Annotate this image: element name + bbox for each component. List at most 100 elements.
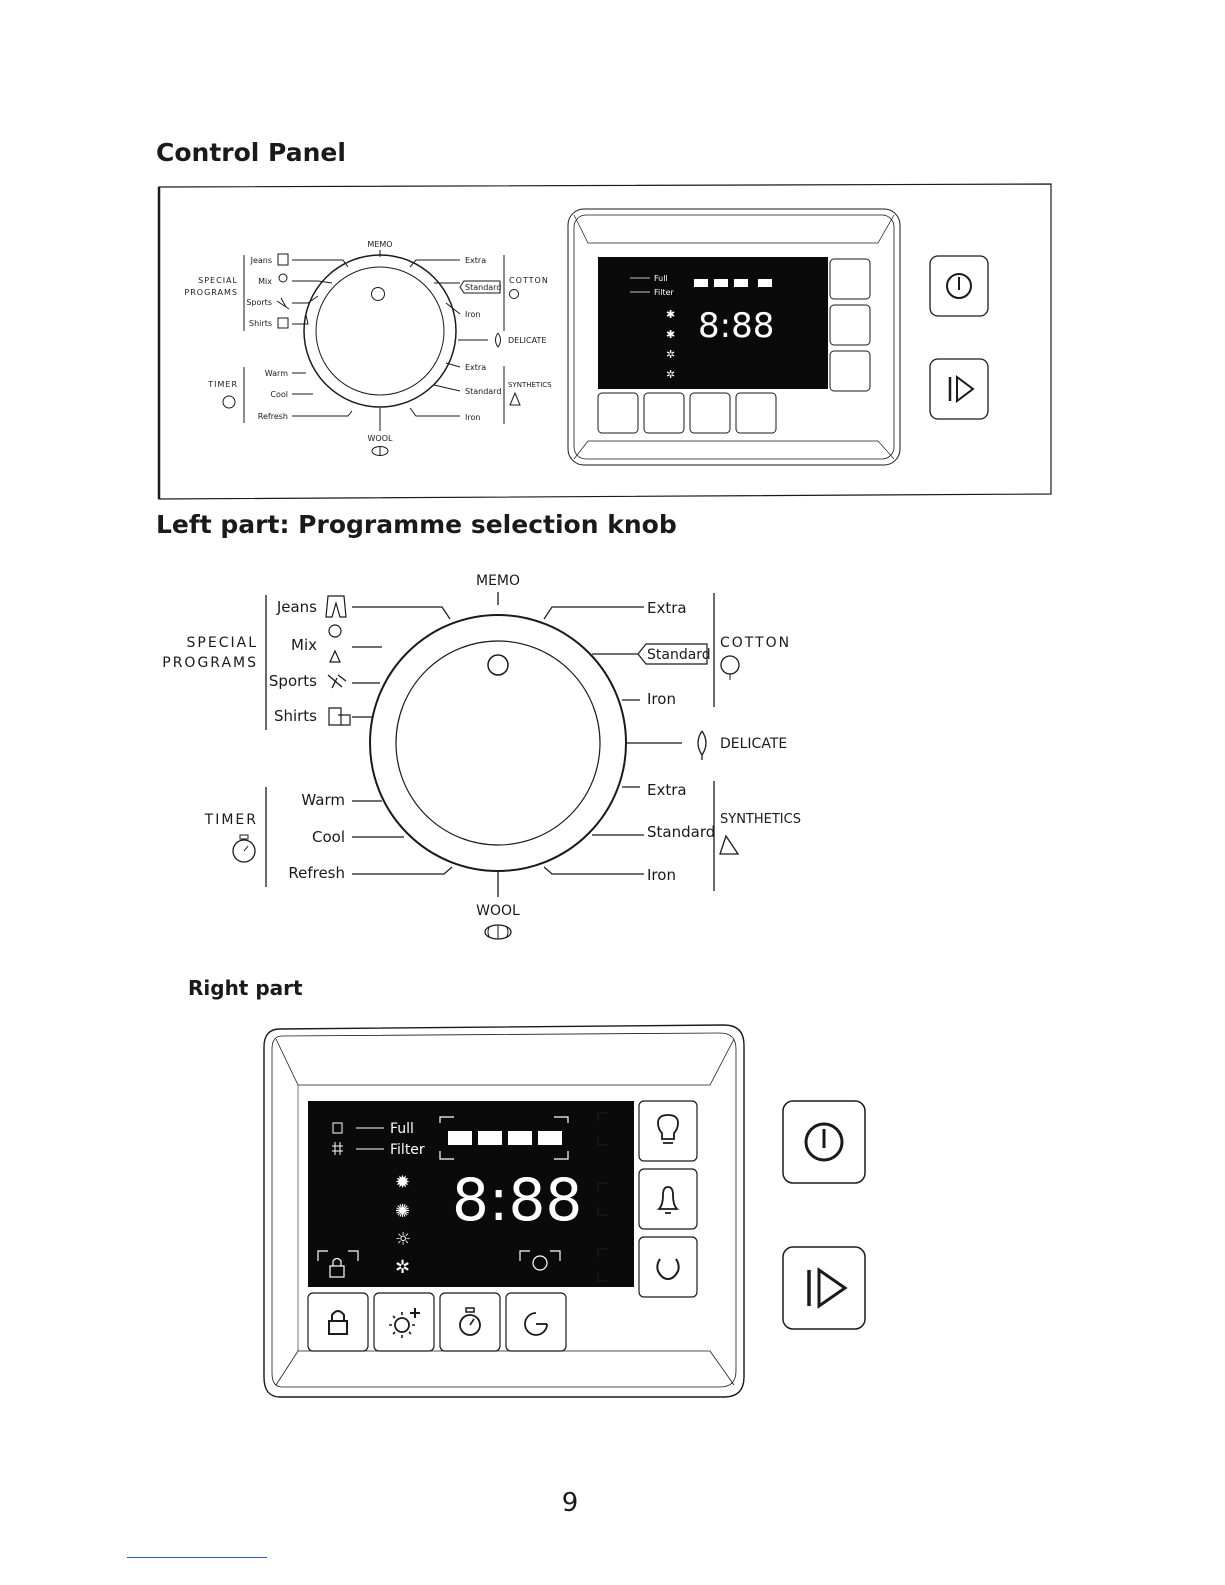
end-time-button-small[interactable] xyxy=(735,392,777,434)
sound-button-small[interactable] xyxy=(829,304,871,346)
cotton-standard-tag xyxy=(459,280,501,294)
label-jeans: Jeans xyxy=(276,598,317,616)
temperature-plus-button[interactable] xyxy=(373,1292,435,1352)
label-special-programs-1: SPECIAL xyxy=(187,635,258,651)
right-part-figure: Full Filter ✹ ✺ ☼ ✲ 8:88 xyxy=(263,1024,866,1398)
label-synthetics-standard: Standard xyxy=(465,387,501,396)
eco-indicator xyxy=(597,1248,608,1282)
jeans-icon xyxy=(325,595,347,618)
delay-timer-button[interactable] xyxy=(439,1292,501,1352)
label-shirts: Shirts xyxy=(249,319,272,328)
start-pause-button-small[interactable] xyxy=(929,358,989,420)
cotton-standard-tag xyxy=(637,643,708,665)
label-special-programs-2: PROGRAMS xyxy=(184,288,238,297)
label-synthetics-extra: Extra xyxy=(647,781,687,799)
label-cotton-iron: Iron xyxy=(465,310,480,319)
svg-text:✲: ✲ xyxy=(666,368,675,381)
label-synthetics-iron: Iron xyxy=(465,413,480,422)
label-synthetics-extra: Extra xyxy=(465,363,486,372)
label-warm: Warm xyxy=(265,369,288,378)
control-panel-figure: MEMO WOOL SPECIAL PROGRAMS Jeans Mix Spo… xyxy=(157,183,1052,500)
bell-icon xyxy=(656,1186,680,1214)
label-cotton: COTTON xyxy=(720,635,791,651)
label-synthetics-iron: Iron xyxy=(647,866,676,884)
synthetics-icon xyxy=(719,834,740,855)
delicate-feather-icon xyxy=(495,332,501,348)
label-cotton-standard: Standard xyxy=(647,647,711,663)
option-icon-2 xyxy=(478,1131,502,1145)
svg-text:✱: ✱ xyxy=(666,328,675,341)
label-memo: MEMO xyxy=(476,573,520,589)
section-heading-left-part: Left part: Programme selection knob xyxy=(156,510,677,539)
end-time-icon xyxy=(524,1312,548,1336)
page-title: Control Panel xyxy=(156,138,346,167)
temp-icon-3: ☼ xyxy=(395,1229,411,1250)
rinse-button[interactable] xyxy=(638,1236,698,1298)
mix-icon xyxy=(278,273,288,283)
power-button-small[interactable] xyxy=(929,255,989,317)
label-mix: Mix xyxy=(258,277,272,286)
power-icon xyxy=(804,1122,844,1162)
display-full-label: Full xyxy=(390,1121,414,1137)
label-cool: Cool xyxy=(270,390,288,399)
footer-link-line xyxy=(127,1557,267,1558)
section-heading-right-part: Right part xyxy=(188,976,303,1000)
label-special-programs-1: SPECIAL xyxy=(198,276,238,285)
shirts-icon xyxy=(277,317,289,329)
power-button[interactable] xyxy=(782,1100,866,1184)
svg-text:✲: ✲ xyxy=(666,348,675,361)
option-icon-4 xyxy=(538,1131,562,1145)
label-synthetics: SYNTHETICS xyxy=(508,381,552,389)
label-shirts: Shirts xyxy=(274,707,317,725)
temp-plus-button-small[interactable] xyxy=(643,392,685,434)
display-screen xyxy=(598,257,828,389)
rinse-loop-icon xyxy=(656,1258,680,1281)
label-warm: Warm xyxy=(301,791,345,809)
program-knob-figure: MEMO WOOL SPECIAL PROGRAMS Jeans Mix Spo… xyxy=(162,573,801,940)
svg-text:✱: ✱ xyxy=(666,308,675,321)
timer-stopwatch-icon xyxy=(222,395,236,409)
label-mix: Mix xyxy=(291,636,317,654)
label-synthetics: SYNTHETICS xyxy=(720,812,801,827)
child-lock-button[interactable] xyxy=(307,1292,369,1352)
light-bulb-icon xyxy=(657,1114,679,1144)
light-button[interactable] xyxy=(638,1100,698,1162)
page-number: 9 xyxy=(561,1488,579,1518)
end-time-button[interactable] xyxy=(505,1292,567,1352)
cotton-icon xyxy=(509,289,519,299)
wool-icon xyxy=(484,924,512,940)
option-icon-1 xyxy=(448,1131,472,1145)
rinse-button-small[interactable] xyxy=(829,350,871,392)
display-time: 8:88 xyxy=(452,1166,582,1234)
start-pause-icon xyxy=(807,1267,848,1309)
start-pause-button[interactable] xyxy=(782,1246,866,1330)
label-cotton-standard: Standard xyxy=(465,283,501,292)
temp-icon-1: ✹ xyxy=(395,1172,410,1193)
timer-button-small[interactable] xyxy=(689,392,731,434)
display-time-small: 8:88 xyxy=(698,306,774,346)
label-cotton-extra: Extra xyxy=(647,599,687,617)
display-screen: Full Filter ✹ ✺ ☼ ✲ 8:88 xyxy=(308,1101,634,1287)
light-indicator xyxy=(597,1112,608,1146)
lock-icon xyxy=(328,1310,348,1335)
light-button-small[interactable] xyxy=(829,258,871,300)
label-cotton-iron: Iron xyxy=(647,690,676,708)
display-full-label: Full xyxy=(654,274,668,283)
sound-button[interactable] xyxy=(638,1168,698,1230)
sports-icon xyxy=(276,297,290,310)
label-cotton-extra: Extra xyxy=(465,256,486,265)
shirts-icon xyxy=(328,707,351,726)
label-special-programs-2: PROGRAMS xyxy=(162,655,258,671)
label-timer: TIMER xyxy=(204,812,258,828)
timer-stopwatch-icon xyxy=(232,834,256,863)
label-delicate: DELICATE xyxy=(720,736,787,752)
sports-icon xyxy=(327,674,347,689)
label-refresh: Refresh xyxy=(258,412,288,421)
wool-icon xyxy=(371,446,389,456)
label-synthetics-standard: Standard xyxy=(647,823,715,841)
option-icon-3 xyxy=(508,1131,532,1145)
program-knob-small[interactable] xyxy=(303,254,457,408)
temperature-plus-icon xyxy=(389,1308,420,1338)
lock-button-small[interactable] xyxy=(597,392,639,434)
program-knob[interactable] xyxy=(369,614,627,872)
